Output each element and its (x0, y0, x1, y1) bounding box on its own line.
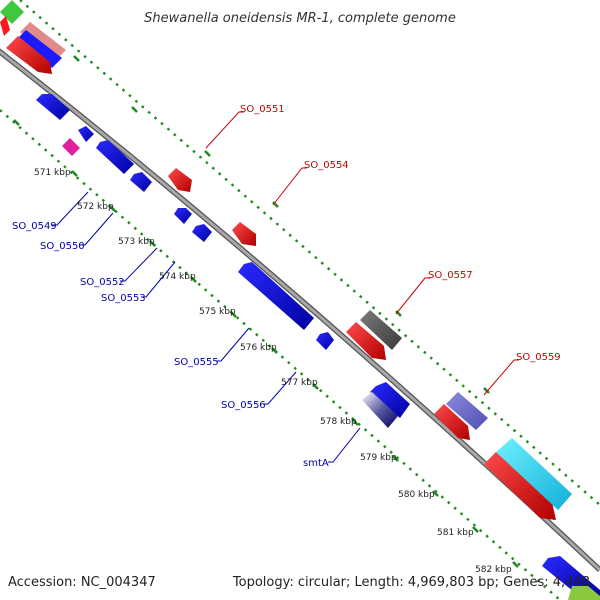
gene-forward[interactable] (346, 322, 386, 360)
leader-line (216, 327, 250, 362)
leader-line (328, 427, 361, 463)
gene-reverse[interactable] (78, 126, 94, 142)
accession-text: Accession: NC_004347 (8, 575, 156, 590)
gene-reverse[interactable] (370, 382, 410, 418)
gene-label-forward[interactable]: SO_0559 (516, 352, 561, 363)
tick-label: 576 kbp (240, 343, 277, 353)
leader-line (52, 191, 89, 226)
major-tick (312, 383, 319, 390)
map-title: Shewanella oneidensis MR-1, complete gen… (144, 11, 456, 26)
major-tick (73, 55, 80, 62)
leader-line (483, 359, 519, 396)
tick-label: 577 kbp (281, 378, 318, 388)
gene-reverse[interactable] (192, 224, 212, 242)
leader-line (141, 261, 176, 298)
forward-strand-genes (168, 168, 572, 520)
gene-label-reverse[interactable]: smtA (303, 458, 329, 469)
leader-line (80, 212, 114, 246)
gene-label-reverse[interactable]: SO_0550 (40, 241, 85, 252)
forward-gene-labels: SO_0551 SO_0554 SO_0557 SO_0559 (240, 104, 561, 363)
partial-gene-olive[interactable] (568, 586, 600, 600)
tick-label: 573 kbp (118, 237, 155, 247)
tick-label: 572 kbp (77, 202, 114, 212)
gene-forward[interactable] (484, 452, 556, 520)
gene-forward-cyan[interactable] (496, 438, 572, 510)
major-tick (432, 490, 439, 497)
gene-label-forward[interactable]: SO_0551 (240, 104, 285, 115)
tick-label: 582 kbp (475, 565, 512, 575)
gene-reverse[interactable] (36, 94, 70, 120)
gene-label-forward[interactable]: SO_0557 (428, 270, 473, 281)
major-tick (149, 240, 156, 247)
major-tick (472, 526, 479, 533)
major-tick (204, 150, 211, 157)
gene-reverse[interactable] (96, 140, 134, 174)
gene-reverse-partial[interactable] (16, 30, 62, 68)
forward-leader-lines (205, 111, 519, 396)
major-tick (230, 311, 237, 318)
reverse-gene-labels: SO_0549 SO_0550 SO_0552 SO_0553 SO_0555 … (12, 221, 329, 469)
major-tick (272, 201, 279, 208)
major-tick (13, 119, 20, 126)
gene-reverse[interactable] (130, 172, 152, 192)
gene-label-reverse[interactable]: SO_0555 (174, 357, 219, 368)
topology-text: Topology: circular; Length: 4,969,803 bp… (232, 575, 590, 590)
gene-forward-partial[interactable] (0, 16, 10, 36)
gene-forward-partial[interactable] (20, 22, 66, 60)
major-tick (131, 106, 138, 113)
gene-label-reverse[interactable]: SO_0553 (101, 293, 146, 304)
gene-forward-purple[interactable] (446, 392, 488, 430)
leader-line (263, 371, 297, 405)
inner-tick-track (0, 109, 561, 600)
gene-forward[interactable] (232, 222, 256, 246)
major-tick (395, 310, 402, 317)
outer-tick-track (19, 0, 600, 506)
major-ticks (13, 4, 519, 568)
gene-reverse[interactable] (174, 208, 192, 224)
major-tick (352, 419, 359, 426)
major-tick (392, 455, 399, 462)
gene-forward-grey[interactable] (360, 310, 402, 350)
gene-reverse-navy[interactable] (362, 392, 398, 428)
major-tick (483, 387, 490, 394)
gene-label-reverse[interactable]: SO_0556 (221, 400, 266, 411)
gene-forward[interactable] (434, 404, 470, 440)
leader-line (205, 111, 244, 149)
tick-labels: 571 kbp 572 kbp 573 kbp 574 kbp 575 kbp … (34, 168, 512, 575)
tick-label: 575 kbp (199, 307, 236, 317)
major-tick (190, 276, 197, 283)
partial-features-top (0, 0, 66, 74)
tick-label: 574 kbp (159, 272, 196, 282)
tick-label: 579 kbp (360, 453, 397, 463)
gene-reverse[interactable] (238, 262, 314, 330)
major-tick (109, 205, 116, 212)
gene-forward[interactable] (6, 36, 52, 74)
gene-reverse-magenta[interactable] (62, 138, 80, 156)
gene-reverse[interactable] (316, 332, 334, 350)
tick-label: 581 kbp (437, 528, 474, 538)
leader-line (272, 167, 307, 206)
tick-label: 578 kbp (320, 417, 357, 427)
tick-label: 580 kbp (398, 490, 435, 500)
major-tick (512, 561, 519, 568)
gene-forward[interactable] (168, 168, 192, 192)
gene-label-forward[interactable]: SO_0554 (304, 160, 349, 171)
gene-label-reverse[interactable]: SO_0552 (80, 277, 125, 288)
leader-line (395, 277, 430, 315)
gene-label-reverse[interactable]: SO_0549 (12, 221, 57, 232)
reverse-strand-genes (36, 94, 600, 600)
major-tick (71, 170, 78, 177)
reverse-leader-lines (52, 191, 361, 463)
major-tick (271, 347, 278, 354)
tick-label: 571 kbp (34, 168, 71, 178)
leader-line (120, 247, 158, 282)
